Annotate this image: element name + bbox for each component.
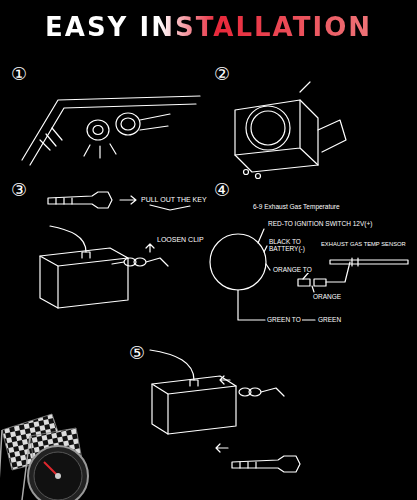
wire-label: ORANGE (312, 293, 342, 300)
wire-label: ORANGE TO (272, 266, 313, 273)
instruction: PULL OUT THE KEY (140, 196, 208, 204)
wire-label: RED-TO IGNITION SWITCH 12V(+) (267, 220, 373, 227)
sensor-label: EXHAUST GAS TEMP SENSOR (320, 241, 407, 248)
step-number: ③ (10, 180, 28, 201)
wire-label: GREEN TO (266, 316, 302, 323)
step-number: ② (213, 64, 231, 85)
title: EASY INSTALLATION (0, 12, 417, 42)
step-number: ④ (213, 180, 231, 201)
instruction: LOOSEN CLIP (156, 236, 205, 244)
wire-label: BLACK TO BATTERY(-) (268, 238, 316, 253)
wire-label: GREEN (317, 316, 342, 323)
step-number: ① (10, 64, 28, 85)
step-number: ⑤ (128, 343, 146, 364)
gauge-title: 6-9 Exhaust Gas Temperature (252, 203, 341, 210)
